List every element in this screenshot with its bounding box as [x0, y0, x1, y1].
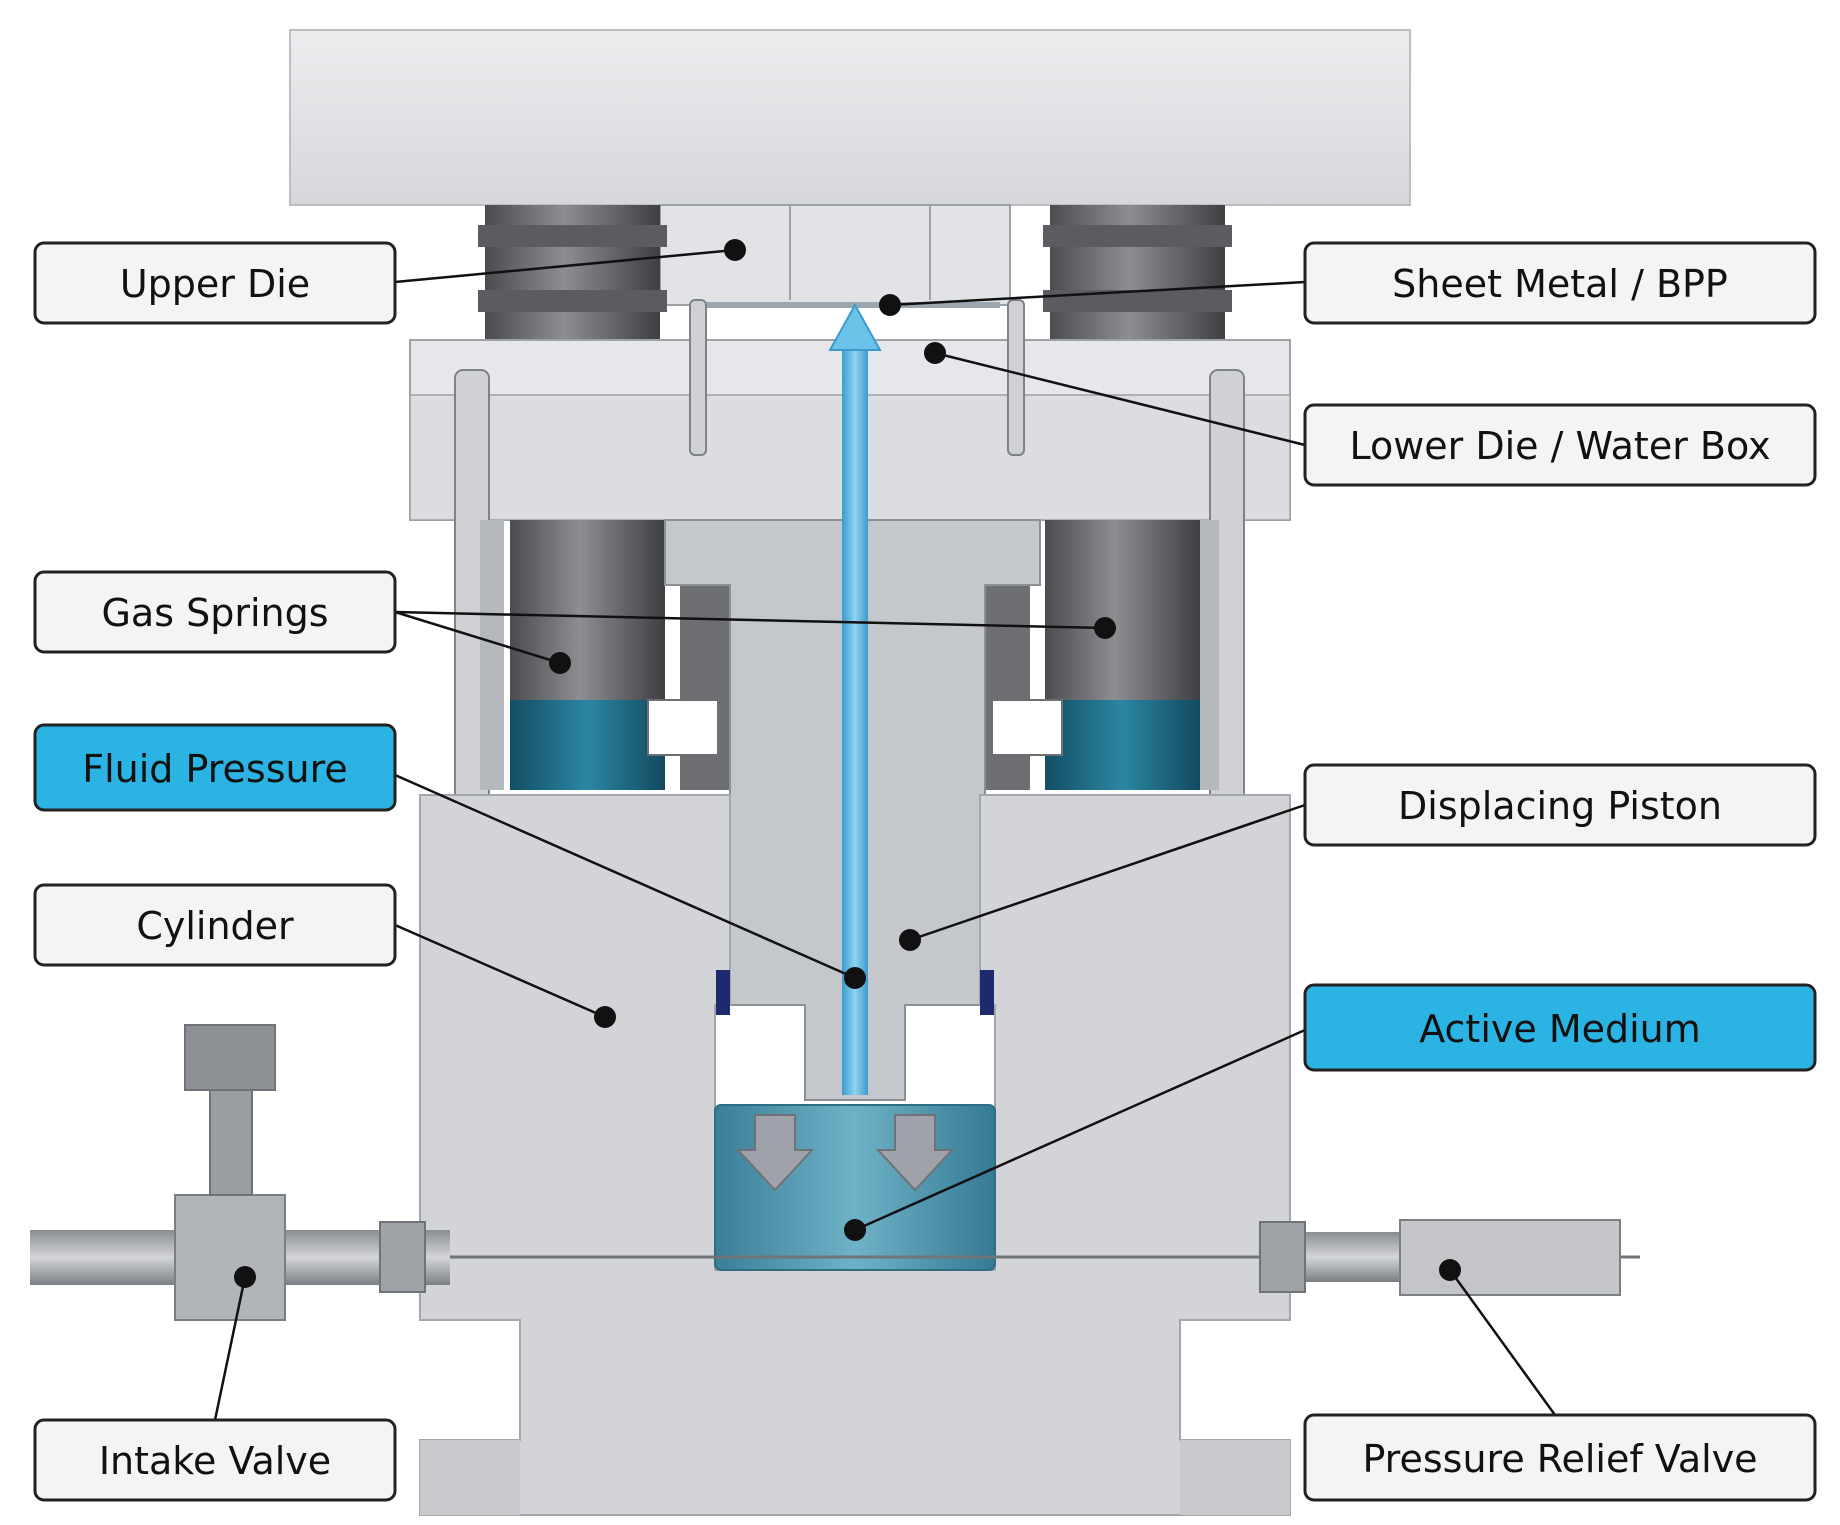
gas-spring-right [980, 520, 1200, 790]
svg-text:Upper Die: Upper Die [120, 262, 310, 306]
svg-text:Gas Springs: Gas Springs [101, 591, 328, 635]
svg-text:Fluid Pressure: Fluid Pressure [82, 747, 348, 791]
upper-die-block [659, 204, 1011, 306]
machine [30, 29, 1640, 1516]
svg-text:Cylinder: Cylinder [136, 904, 294, 948]
svg-text:Active Medium: Active Medium [1419, 1007, 1701, 1051]
svg-text:Displacing Piston: Displacing Piston [1398, 784, 1722, 828]
leader-lines [213, 248, 1557, 1421]
flow-arrow-down-left [735, 1114, 815, 1192]
top-plate [289, 29, 1411, 206]
pressure-relief-valve [1259, 1219, 1621, 1296]
label-displacing-piston: Displacing Piston [1303, 763, 1817, 847]
svg-text:Pressure Relief Valve: Pressure Relief Valve [1362, 1437, 1757, 1481]
label-intake-valve: Intake Valve [33, 1418, 397, 1502]
sheet-metal-layer [700, 302, 1000, 308]
label-lower-die: Lower Die / Water Box [1303, 403, 1817, 487]
svg-text:Sheet Metal / BPP: Sheet Metal / BPP [1392, 262, 1728, 306]
label-sheet-metal: Sheet Metal / BPP [1303, 241, 1817, 325]
label-cylinder: Cylinder [33, 883, 397, 967]
label-upper-die: Upper Die [33, 241, 397, 325]
leader-dots [234, 239, 1461, 1288]
gas-spring-left [510, 520, 730, 790]
svg-text:Intake Valve: Intake Valve [99, 1439, 331, 1483]
label-active-medium: Active Medium [1303, 983, 1817, 1072]
svg-text:Lower Die / Water Box: Lower Die / Water Box [1349, 424, 1770, 468]
label-pressure-relief-valve: Pressure Relief Valve [1303, 1413, 1817, 1502]
flow-arrow-down-right [875, 1114, 955, 1192]
label-gas-springs: Gas Springs [33, 570, 397, 654]
label-fluid-pressure: Fluid Pressure [33, 723, 397, 812]
